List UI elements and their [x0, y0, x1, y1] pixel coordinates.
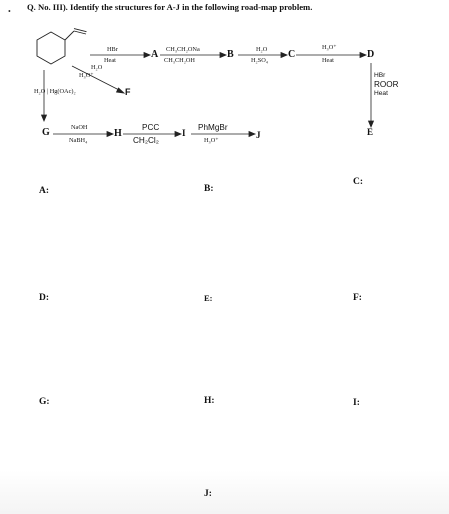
reagent-hydronium: H₃O⁺ — [322, 44, 337, 51]
answer-label-B: B: — [204, 184, 214, 194]
reagent-nabh4: NaBH₄ — [69, 137, 88, 144]
compound-label-C: C — [288, 49, 296, 60]
compound-label-A: A — [151, 49, 159, 60]
reagent-workup: H₃O⁺ — [204, 137, 219, 144]
compound-label-G: G — [42, 127, 50, 138]
reagent-dcm: CH₂Cl₂ — [133, 136, 159, 145]
compound-label-B: B — [227, 49, 234, 60]
answer-label-E: E: — [204, 293, 213, 303]
reagent-e-hbr: HBr — [374, 72, 386, 79]
answer-label-D: D: — [39, 293, 50, 303]
reagent-ethanol: CH₃CH₂OH — [164, 57, 195, 64]
compound-label-J: J — [256, 130, 261, 140]
compound-label-I: I — [182, 128, 186, 138]
reagent-e-roor: ROOR — [374, 80, 399, 89]
starting-material-structure — [36, 28, 87, 65]
reagent-sulfuric-acid: H₂SO₄ — [251, 57, 268, 64]
vinyl-bond — [64, 30, 75, 41]
question-title: Q. No. III). Identify the structures for… — [27, 2, 313, 12]
vinyl-double-bond-2 — [73, 28, 87, 33]
reagent-hbr: HBr — [107, 46, 118, 53]
vinyl-double-bond-1 — [73, 30, 87, 35]
answer-label-F: F: — [353, 293, 362, 303]
reagent-phmgbr: PhMgBr — [198, 123, 228, 132]
answer-label-H: H: — [204, 396, 215, 406]
reagent-naoh: NaOH — [71, 124, 88, 131]
reagent-heat: Heat — [104, 57, 116, 64]
reagent-water: H₂O — [256, 46, 268, 53]
arrow-start-to-F — [71, 65, 122, 92]
page-bottom-shade — [0, 470, 449, 514]
bullet-dot: • — [8, 7, 11, 16]
answer-label-C: C: — [353, 177, 364, 187]
reagent-oxymercuration: H₂O | Hg(OAc)₂ — [34, 88, 76, 95]
answer-label-I: I: — [353, 398, 360, 408]
answer-label-G: G: — [39, 397, 50, 407]
cyclohexane-ring — [36, 31, 66, 65]
reagent-f-hydronium: H₃O⁺ — [79, 72, 94, 79]
compound-label-D: D — [367, 49, 375, 60]
compound-label-F: F — [125, 87, 131, 97]
compound-label-H: H — [114, 128, 122, 139]
reagent-e-heat: Heat — [374, 90, 388, 97]
answer-label-J: J: — [204, 489, 212, 499]
reagent-f-water: H₂O — [91, 64, 103, 71]
reagent-pcc: PCC — [142, 123, 160, 132]
compound-label-E: E — [367, 127, 374, 137]
reagent-ethoxide: CH₃CH₂ONa — [166, 46, 200, 53]
reagent-heat-2: Heat — [322, 57, 334, 64]
answer-label-A: A: — [39, 186, 50, 196]
